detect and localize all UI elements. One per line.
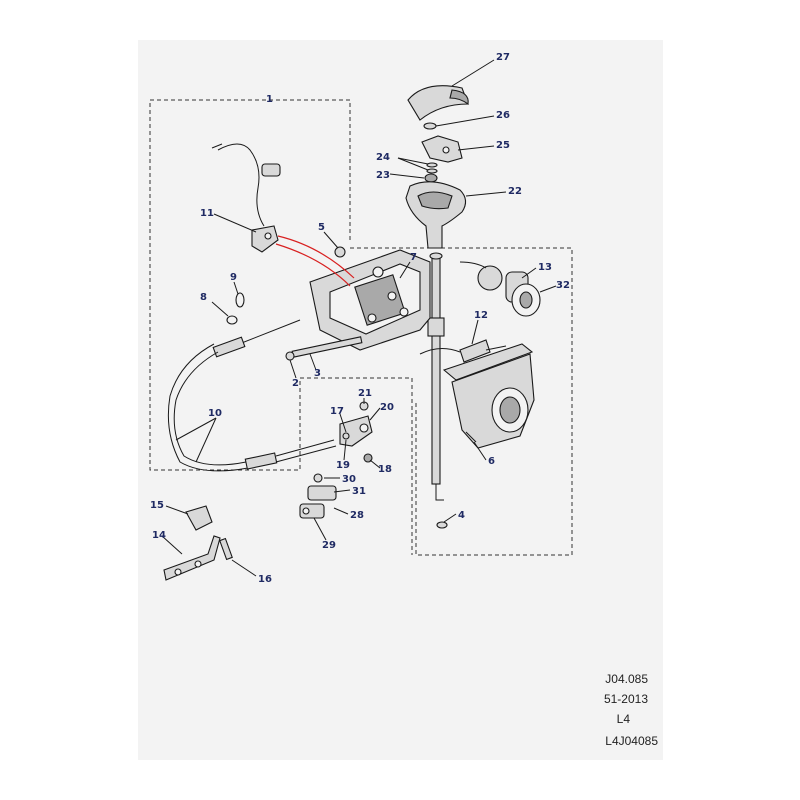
trunnion-bracket [339, 401, 373, 463]
callout-28: 28 [350, 510, 364, 521]
selector-knob [405, 181, 467, 249]
group-box-1 [149, 99, 413, 555]
callout-20: 20 [380, 402, 394, 413]
page-number: 51-2013 [604, 692, 648, 706]
knob-cover [407, 85, 469, 121]
cable-trunnion [299, 473, 337, 519]
series-code: L4 [617, 712, 631, 726]
callout-27: 27 [496, 52, 510, 63]
callout-15: 15 [150, 500, 164, 511]
callout-9: 9 [230, 272, 237, 283]
leader-lines [161, 59, 557, 577]
callout-29: 29 [322, 540, 336, 551]
callout-17: 17 [330, 406, 344, 417]
solenoid [459, 261, 541, 317]
callout-3: 3 [314, 368, 321, 379]
callout-21: 21 [358, 388, 372, 399]
illustration-code: L4J04085 [605, 734, 658, 748]
callout-6: 6 [488, 456, 495, 467]
mounting-bracket [163, 505, 233, 581]
callout-19: 19 [336, 460, 350, 471]
lever-washer [436, 521, 448, 529]
callout-23: 23 [376, 170, 390, 181]
callout-18: 18 [378, 464, 392, 475]
harness-lead-2 [275, 243, 351, 287]
harness-lead-1 [277, 235, 355, 279]
callout-32: 32 [556, 280, 570, 291]
callout-24: 24 [376, 152, 390, 163]
clip-5 [334, 246, 346, 258]
selector-lever [427, 252, 445, 501]
position-switch [419, 339, 507, 363]
button-bracket [421, 135, 463, 163]
spring-washers [426, 162, 438, 174]
callout-13: 13 [538, 262, 552, 273]
callout-7: 7 [410, 252, 417, 263]
group-box-gate [350, 247, 573, 556]
screw-6 [465, 431, 477, 443]
retaining-nut [423, 122, 437, 130]
o-rings [226, 292, 245, 325]
diagram-sheet [138, 40, 663, 760]
callout-4: 4 [458, 510, 465, 521]
callout-2: 2 [292, 378, 299, 389]
callout-26: 26 [496, 110, 510, 121]
callout-1: 1 [266, 94, 273, 105]
callout-12: 12 [474, 310, 488, 321]
callout-31: 31 [352, 486, 366, 497]
figure-number: J04.085 [605, 672, 648, 686]
callout-16: 16 [258, 574, 272, 585]
callout-14: 14 [152, 530, 166, 541]
gate-plate [442, 343, 535, 449]
plunger [424, 173, 438, 183]
selector-cable [167, 319, 337, 472]
cross-shaft [285, 336, 363, 361]
selector-housing [309, 249, 431, 351]
wiring-harness [211, 143, 281, 253]
callout-11: 11 [200, 208, 214, 219]
callout-10: 10 [208, 408, 222, 419]
callout-30: 30 [342, 474, 356, 485]
callout-25: 25 [496, 140, 510, 151]
callout-22: 22 [508, 186, 522, 197]
callout-8: 8 [200, 292, 207, 303]
callout-5: 5 [318, 222, 325, 233]
